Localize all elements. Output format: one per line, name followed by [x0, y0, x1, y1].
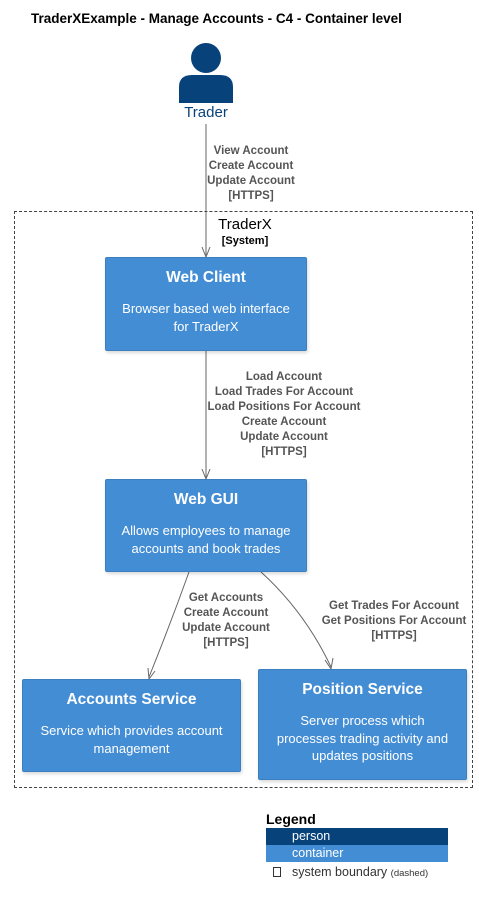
container-name: Position Service	[302, 681, 423, 698]
container-description-line: Service which provides account	[40, 723, 223, 738]
container-description-line: updates positions	[311, 748, 414, 763]
boundary-name: TraderX	[218, 216, 272, 233]
legend-label-container: container	[292, 846, 344, 860]
edge-label-line: Create Account	[208, 160, 294, 172]
edge-label-line: Load Trades For Account	[214, 386, 354, 398]
edge-label-line: Create Account	[183, 607, 269, 619]
legend-swatch-container	[274, 849, 282, 858]
container-description-line: for TraderX	[173, 318, 239, 334]
system-boundary	[14, 211, 473, 788]
edge-label-line: Get Accounts	[188, 592, 264, 604]
container-name: Web Client	[166, 269, 246, 286]
edge-label-trader-web-client: View Account Create Account Update Accou…	[196, 144, 306, 204]
edge-label-line: [HTTPS]	[261, 446, 307, 458]
legend-boundary-note: (dashed)	[390, 868, 429, 879]
edge-web-gui-position	[260, 571, 332, 668]
edge-label-line: View Account	[213, 145, 289, 157]
edge-label-line: Get Trades For Account	[329, 600, 459, 612]
legend-label-person: person	[292, 829, 331, 843]
edge-label-line: Load Account	[245, 371, 323, 383]
container-name: Web GUI	[173, 491, 239, 508]
edge-label-line: Create Account	[241, 416, 327, 428]
container-description-line: management	[93, 740, 170, 756]
container-position-service[interactable]: Position Service Server process which pr…	[258, 669, 467, 780]
container-name: Accounts Service	[66, 691, 197, 708]
edge-label-web-gui-position: Get Trades For Account Get Positions For…	[314, 599, 474, 644]
edge-label-line: Get Positions For Account	[321, 615, 467, 627]
legend-item-container: container	[266, 845, 448, 862]
person-icon	[179, 43, 233, 103]
legend-boundary-text: system boundary	[292, 865, 388, 879]
container-description-line: processes trading activity and	[276, 730, 449, 746]
boundary-type: [System]	[221, 235, 269, 247]
edge-label-web-gui-accounts: Get Accounts Create Account Update Accou…	[171, 591, 281, 651]
legend-swatch-person	[274, 832, 282, 841]
edge-label-line: [HTTPS]	[203, 637, 249, 649]
edge-label-line: Update Account	[240, 431, 328, 443]
container-description-line: Allows employees to manage	[121, 523, 291, 538]
legend-swatch-boundary	[273, 867, 281, 877]
person-trader-label: Trader	[184, 104, 228, 121]
edge-label-line: Update Account	[182, 622, 270, 634]
edge-label-web-client-web-gui: Load Account Load Trades For Account Loa…	[196, 370, 372, 460]
legend-title: Legend	[266, 811, 316, 827]
container-web-client[interactable]: Web Client Browser based web interface f…	[105, 257, 307, 351]
legend-item-person: person	[266, 828, 448, 845]
edge-label-line: Update Account	[207, 175, 295, 187]
edge-label-line: [HTTPS]	[371, 630, 417, 642]
legend-item-boundary: system boundary (dashed)	[266, 864, 466, 881]
container-web-gui[interactable]: Web GUI Allows employees to manage accou…	[105, 479, 307, 572]
edge-web-gui-accounts	[148, 571, 190, 678]
container-description-line: accounts and book trades	[131, 540, 281, 556]
edge-label-line: Load Positions For Account	[207, 401, 361, 413]
diagram-title: TraderXExample - Manage Accounts - C4 - …	[31, 11, 402, 26]
container-description-line: Server process which	[300, 713, 425, 728]
container-description-line: Browser based web interface	[122, 301, 290, 316]
legend-label-boundary: system boundary (dashed)	[292, 865, 428, 879]
container-accounts-service[interactable]: Accounts Service Service which provides …	[22, 679, 241, 772]
edge-label-line: [HTTPS]	[228, 190, 274, 202]
